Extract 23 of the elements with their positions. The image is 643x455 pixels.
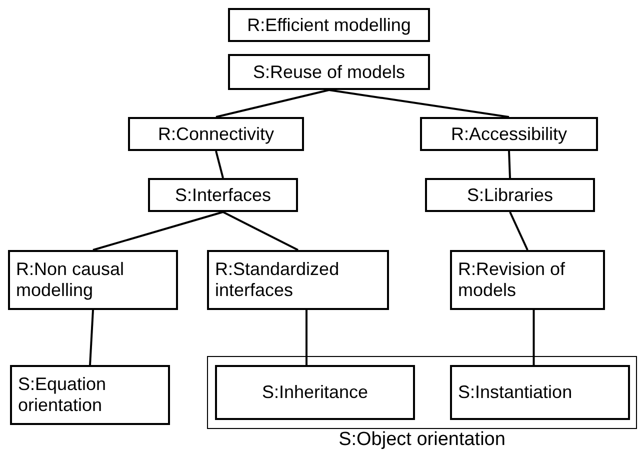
concept-box: R:Revision of models [450, 250, 605, 310]
connector-line [216, 89, 330, 118]
connector-line [328, 89, 510, 118]
connector-line [222, 211, 298, 251]
concept-box: R:Non causal modelling [8, 250, 178, 310]
concept-box: S:Instantiation [450, 365, 630, 420]
concept-box: S:Inheritance [215, 365, 415, 420]
concept-box: S:Libraries [425, 178, 595, 212]
concept-box: S:Interfaces [148, 178, 298, 212]
connector-line [92, 211, 224, 251]
concept-box: R:Accessibility [420, 117, 598, 151]
connector-line [89, 310, 94, 366]
group-label: S:Object orientation [338, 429, 506, 451]
concept-box: R:Connectivity [128, 117, 304, 151]
concept-box: S:Equation orientation [10, 365, 170, 425]
concept-box: S:Reuse of models [228, 54, 430, 90]
concept-box: R:Standardized interfaces [207, 250, 389, 310]
connector-line [509, 212, 528, 250]
connector-line [532, 310, 535, 365]
concept-box: R:Efficient modelling [228, 8, 430, 42]
connector-line [215, 150, 224, 178]
connector-line [306, 310, 308, 365]
connector-line [508, 150, 511, 178]
